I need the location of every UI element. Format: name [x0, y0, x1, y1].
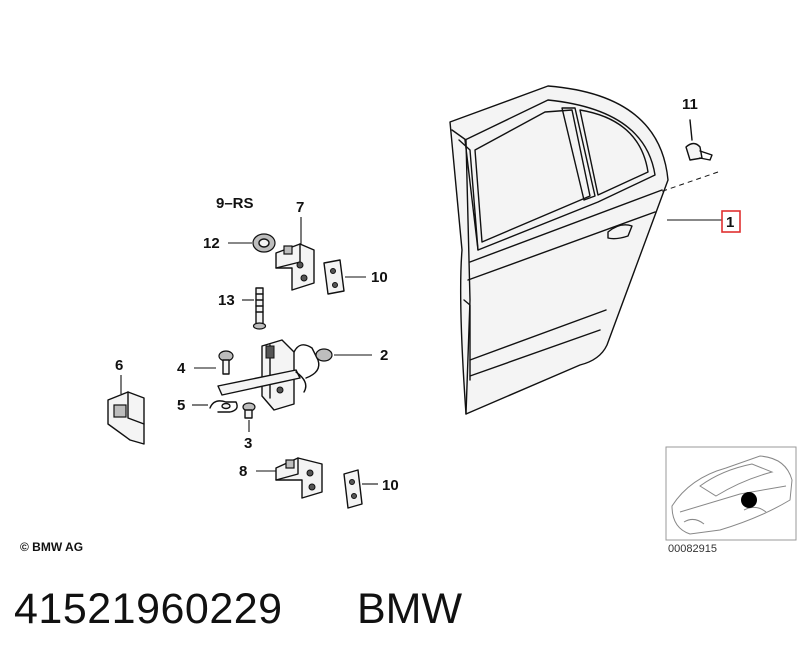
bolt-13 — [252, 287, 267, 330]
plate-10-lower — [343, 469, 363, 509]
door-check-2 — [217, 339, 333, 411]
part-number: 41521960229 — [14, 585, 283, 633]
cover-6 — [107, 391, 145, 445]
callout-13: 13 — [218, 292, 235, 309]
callout-10-lower: 10 — [382, 477, 399, 494]
callout-7: 7 — [296, 199, 304, 216]
callout-1: 1 — [726, 214, 734, 231]
rear-door — [449, 85, 669, 415]
callout-4: 4 — [177, 360, 186, 377]
callout-3: 3 — [244, 435, 252, 452]
location-marker — [741, 492, 757, 508]
callout-9-rs: 9–RS — [216, 195, 254, 212]
lower-hinge-8 — [275, 457, 323, 499]
plate-10-upper — [323, 259, 345, 295]
clip-11 — [685, 119, 713, 161]
locator-thumbnail — [665, 446, 797, 541]
callout-11: 11 — [682, 96, 698, 113]
nut-12 — [252, 233, 276, 253]
callout-6: 6 — [115, 357, 123, 374]
upper-hinge-7 — [275, 243, 315, 291]
callout-8: 8 — [239, 463, 247, 480]
callout-12: 12 — [203, 235, 220, 252]
screw-4 — [218, 350, 234, 375]
callout-10-upper: 10 — [371, 269, 388, 286]
copyright-label: © BMW AG — [20, 540, 84, 554]
callout-1-box — [721, 210, 741, 233]
callout-5: 5 — [177, 397, 185, 414]
callout-2: 2 — [380, 347, 388, 364]
clip-5 — [209, 400, 238, 413]
bolt-3 — [242, 402, 256, 419]
reference-number: 00082915 — [668, 543, 717, 555]
brand-name: BMW — [357, 585, 463, 633]
